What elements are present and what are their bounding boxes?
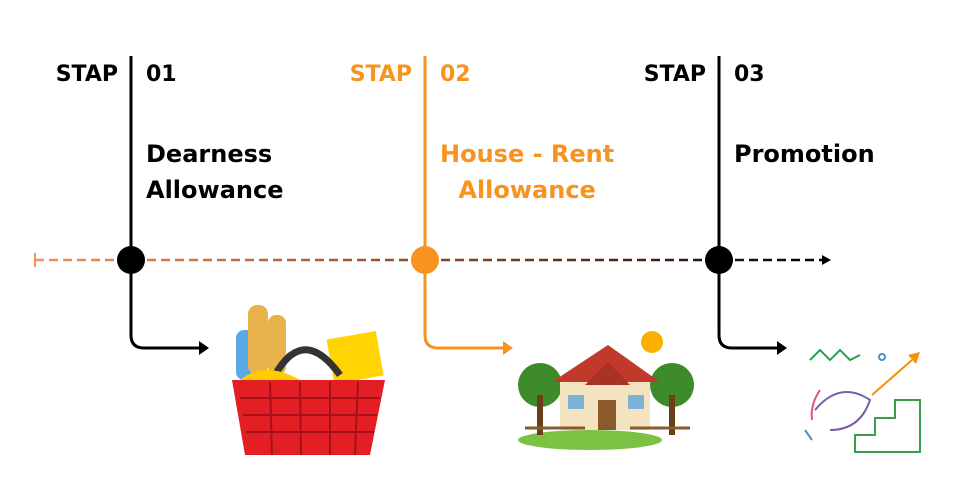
step-3-title: Promotion [734, 136, 875, 172]
step-3-title-line1: Promotion [734, 140, 875, 168]
step-1-number: 01 [146, 62, 177, 87]
step-2-stap-label: STAP [349, 62, 412, 87]
step-2-title: House - Rent Allowance [440, 136, 614, 208]
timeline-arrow-icon [822, 255, 831, 265]
step-1-title: Dearness Allowance [146, 136, 283, 208]
step-2-title-line2: Allowance [458, 176, 596, 204]
step-2-number: 02 [440, 62, 471, 87]
step-3-number: 03 [734, 62, 765, 87]
step-2-connector [411, 56, 513, 355]
step-1-connector [117, 56, 209, 355]
step-1-stap-label: STAP [55, 62, 118, 87]
step-3-connector [705, 56, 787, 355]
step-1-title-line2: Allowance [146, 176, 284, 204]
step-3-node [705, 246, 733, 274]
house-icon [518, 331, 694, 450]
step-3-stap-label: STAP [643, 62, 706, 87]
grocery-basket-icon [232, 305, 385, 456]
step-1-title-line1: Dearness [146, 140, 273, 168]
promotion-stairs-icon [804, 348, 921, 453]
step-2-node [411, 246, 439, 274]
step-2-title-line1: House - Rent [440, 140, 615, 168]
step-1-node [117, 246, 145, 274]
